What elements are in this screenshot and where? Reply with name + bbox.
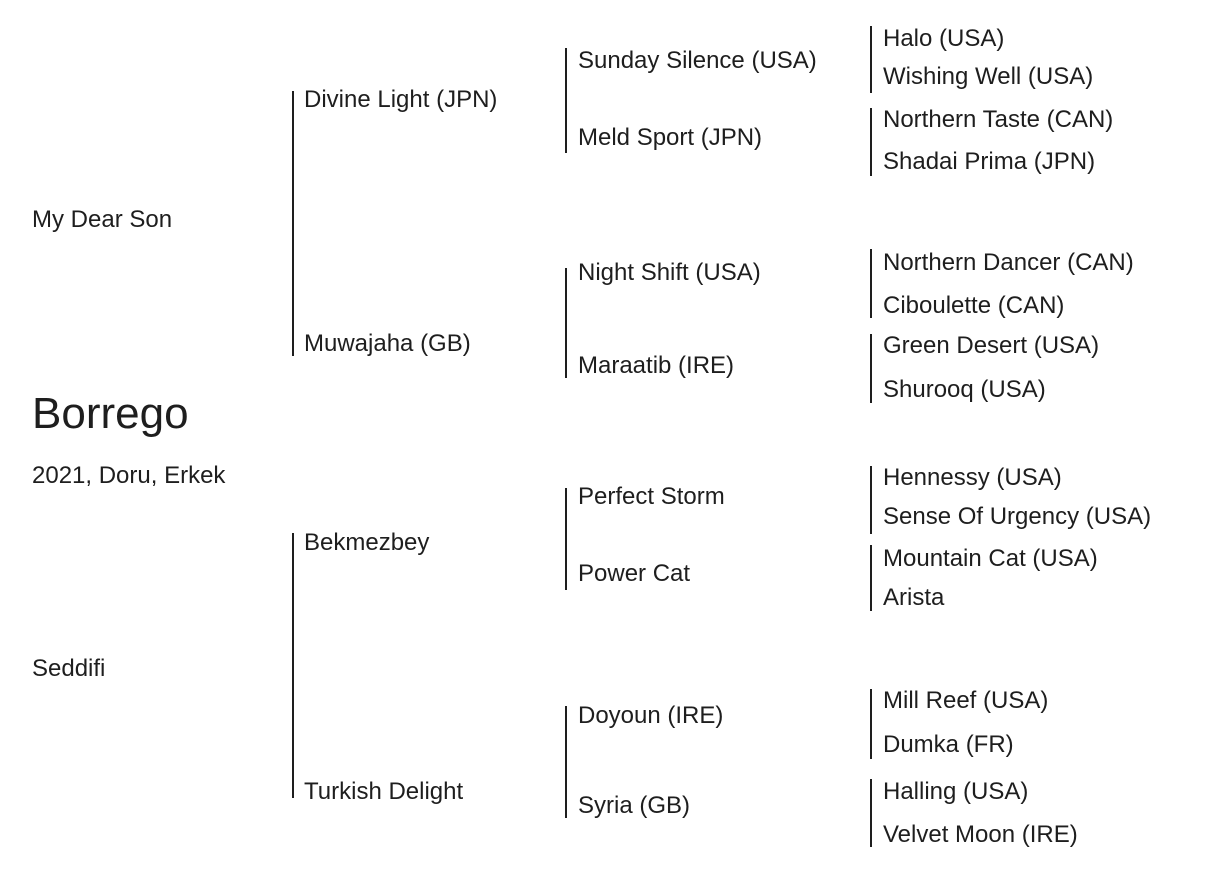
ddd-sire-name[interactable]: Halling (USA) <box>883 778 1029 805</box>
ds-sire-name[interactable]: Perfect Storm <box>578 483 725 510</box>
sss-sire-name[interactable]: Halo (USA) <box>883 25 1005 52</box>
dam-name[interactable]: Seddifi <box>32 655 106 682</box>
dd-sire-name[interactable]: Doyoun (IRE) <box>578 702 724 729</box>
gen4-bracket-8 <box>870 779 872 847</box>
gen2-dam-bracket <box>292 533 294 798</box>
horse-name: Borrego <box>32 389 189 438</box>
gen4-bracket-7 <box>870 689 872 759</box>
ds-dam-name[interactable]: Power Cat <box>578 560 691 587</box>
gen4-bracket-4 <box>870 334 872 403</box>
horse-details: 2021, Doru, Erkek <box>32 462 226 489</box>
dd-dam-name[interactable]: Syria (GB) <box>578 792 691 819</box>
ssd-dam-name[interactable]: Shadai Prima (JPN) <box>883 148 1096 175</box>
ss-dam-name[interactable]: Meld Sport (JPN) <box>578 124 763 151</box>
sdd-sire-name[interactable]: Green Desert (USA) <box>883 332 1100 359</box>
gen3-bracket-1 <box>565 48 567 153</box>
sds-sire-name[interactable]: Northern Dancer (CAN) <box>883 249 1134 276</box>
sd-dam-name[interactable]: Maraatib (IRE) <box>578 352 735 379</box>
gen4-bracket-2 <box>870 108 872 176</box>
dds-dam-name[interactable]: Dumka (FR) <box>883 731 1014 758</box>
gen4-bracket-3 <box>870 249 872 318</box>
gen4-bracket-6 <box>870 545 872 611</box>
dss-sire-name[interactable]: Hennessy (USA) <box>883 464 1062 491</box>
sire-sire-name[interactable]: Divine Light (JPN) <box>304 86 498 113</box>
dsd-sire-name[interactable]: Mountain Cat (USA) <box>883 545 1098 572</box>
sss-dam-name[interactable]: Wishing Well (USA) <box>883 63 1094 90</box>
dam-sire-name[interactable]: Bekmezbey <box>304 529 430 556</box>
sdd-dam-name[interactable]: Shurooq (USA) <box>883 376 1046 403</box>
gen4-bracket-5 <box>870 466 872 534</box>
sds-dam-name[interactable]: Ciboulette (CAN) <box>883 292 1065 319</box>
ssd-sire-name[interactable]: Northern Taste (CAN) <box>883 106 1114 133</box>
gen3-bracket-3 <box>565 488 567 590</box>
gen3-bracket-2 <box>565 268 567 378</box>
ddd-dam-name[interactable]: Velvet Moon (IRE) <box>883 821 1078 848</box>
gen3-bracket-4 <box>565 706 567 818</box>
dsd-dam-name[interactable]: Arista <box>883 584 945 611</box>
dss-dam-name[interactable]: Sense Of Urgency (USA) <box>883 503 1152 530</box>
sd-sire-name[interactable]: Night Shift (USA) <box>578 259 761 286</box>
ss-sire-name[interactable]: Sunday Silence (USA) <box>578 47 817 74</box>
sire-dam-name[interactable]: Muwajaha (GB) <box>304 330 471 357</box>
gen2-sire-bracket <box>292 91 294 356</box>
dds-sire-name[interactable]: Mill Reef (USA) <box>883 687 1049 714</box>
gen4-bracket-1 <box>870 26 872 93</box>
dam-dam-name[interactable]: Turkish Delight <box>304 778 464 805</box>
sire-name[interactable]: My Dear Son <box>32 206 173 233</box>
